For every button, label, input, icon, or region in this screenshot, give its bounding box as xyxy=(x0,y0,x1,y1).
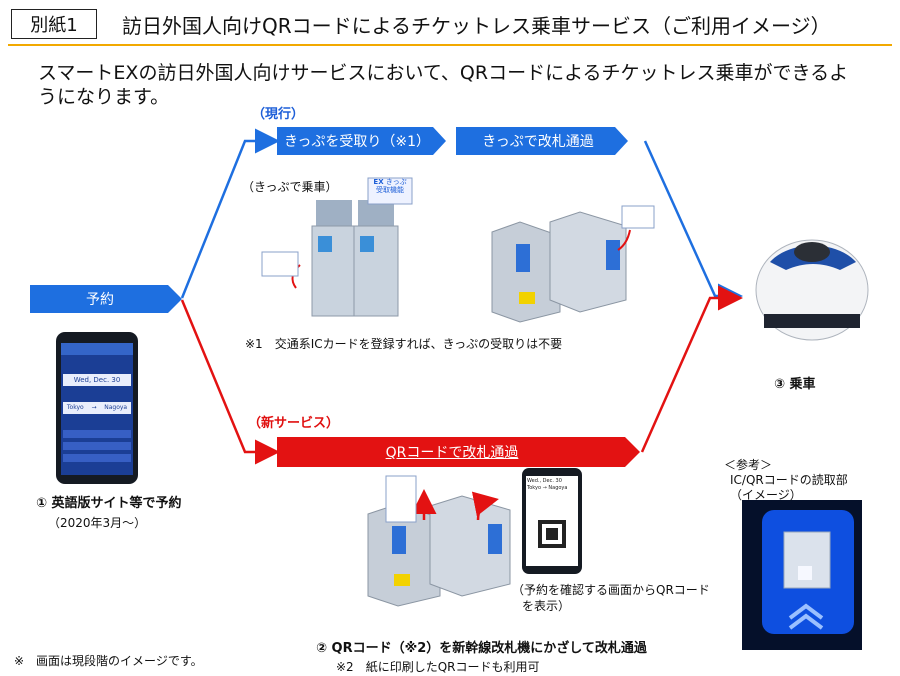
current-step2-arrow xyxy=(456,127,628,155)
qr-phone-to: Nagoya xyxy=(548,485,568,491)
new-route-line xyxy=(180,299,280,465)
ticket-boarding-label: （きっぷで乗車） xyxy=(242,180,338,194)
current-service-label: （現行） xyxy=(252,107,305,122)
new-route-to-train xyxy=(640,285,743,453)
qr-phone-text: Wed., Dec. 30 Tokyo → Nagoya xyxy=(527,478,577,492)
qr-screen-note-line1: （予約を確認する画面からQRコード xyxy=(512,583,710,597)
current-route-to-train xyxy=(643,140,743,309)
qr-gate-illustration xyxy=(367,475,511,607)
qr-phone-from: Tokyo xyxy=(527,485,541,491)
annex-tag: 別紙1 xyxy=(11,9,97,39)
title-underline xyxy=(8,44,892,46)
step2-label: ② QRコード（※2）を新幹線改札機にかざして改札通過 xyxy=(316,641,647,656)
new-step-arrow xyxy=(277,437,640,467)
qr-gate-pass-label: QRコードで改札通過 xyxy=(385,445,519,461)
step1-date: （2020年3月～） xyxy=(48,516,147,530)
note2-text: ※2 紙に印刷したQRコードも利用可 xyxy=(336,660,540,674)
phone-to: Nagoya xyxy=(104,404,128,411)
reservation-arrow xyxy=(30,285,182,313)
ic-qr-reader-illustration xyxy=(742,500,862,650)
qr-phone-illustration xyxy=(522,468,582,574)
qr-screen-note-line2: を表示） xyxy=(522,599,571,613)
note1-text: ※1 交通系ICカードを登録すれば、きっぷの受取りは不要 xyxy=(245,337,563,351)
lead-text: スマートEXの訪日外国人向けサービスにおいて、QRコードによるチケットレス乗車が… xyxy=(38,62,849,108)
pass-gate-ticket-label: きっぷで改札通過 xyxy=(482,134,594,150)
boarding-label: ③ 乗車 xyxy=(774,377,816,392)
qr-phone-arrow-icon: → xyxy=(542,485,547,491)
ticket-sign-logo: EX xyxy=(373,178,384,186)
phone-route-arrow-icon: → xyxy=(91,404,97,411)
ticket-sign-line1: きっぷ xyxy=(385,178,407,186)
step1-label: ① 英語版サイト等で予約 xyxy=(36,496,182,511)
reference-line1: ＜参考＞ xyxy=(724,458,773,472)
screen-note: ※ 画面は現段階のイメージです。 xyxy=(14,654,203,668)
page-title: 訪日外国人向けQRコードによるチケットレス乗車サービス（ご利用イメージ） xyxy=(122,14,831,38)
receive-ticket-label: きっぷを受取り（※1） xyxy=(283,134,431,150)
phone-route-row: Tokyo → Nagoya xyxy=(63,402,131,414)
reference-line3: （イメージ） xyxy=(730,488,802,502)
annex-tag-text: 別紙1 xyxy=(30,15,78,36)
reference-line2: IC/QRコードの読取部 xyxy=(730,473,848,487)
current-step1-arrow xyxy=(277,127,446,155)
current-route-line xyxy=(180,128,280,299)
phone-from: Tokyo xyxy=(66,404,84,411)
ticket-sign-line2: 受取機能 xyxy=(376,186,404,194)
shinkansen-illustration xyxy=(755,239,869,341)
ticket-gate-illustration xyxy=(491,205,655,323)
ticket-machine-sign: EX きっぷ 受取機能 xyxy=(368,178,412,204)
reservation-label: 予約 xyxy=(86,292,114,308)
qr-phone-date: Wed., Dec. 30 xyxy=(527,478,562,484)
smartphone-illustration xyxy=(56,332,138,484)
phone-date-row: Wed, Dec. 30 xyxy=(73,376,121,384)
ticket-machines-illustration xyxy=(261,177,413,317)
new-service-label: （新サービス） xyxy=(248,416,340,431)
